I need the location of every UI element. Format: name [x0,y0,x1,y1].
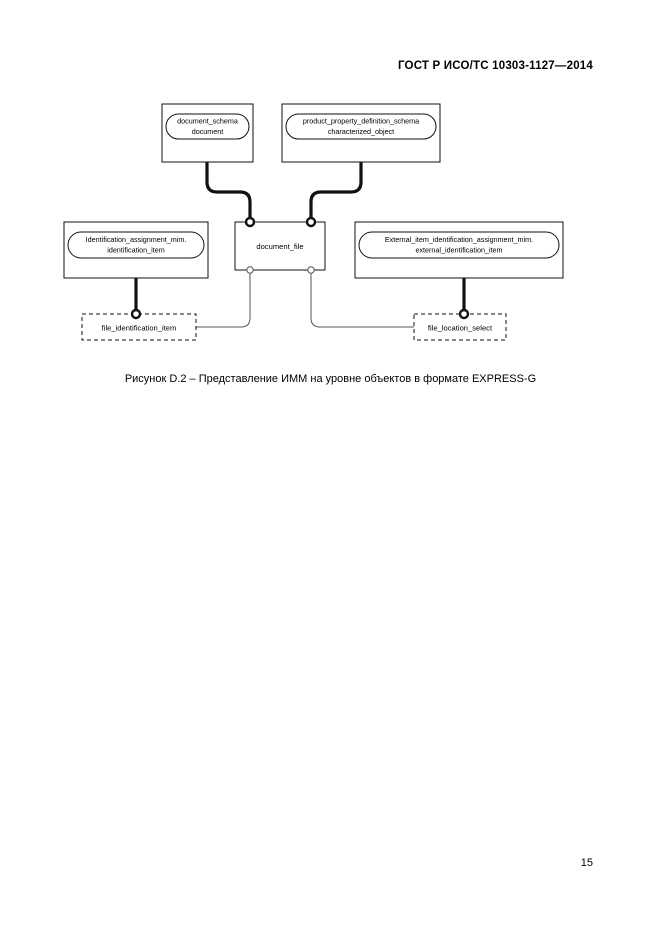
figure-express-g-diagram: document_schema document product_propert… [0,0,661,400]
page-number: 15 [580,857,593,869]
entity-name-label: external_identification_item [415,246,502,255]
select-box-label: file_location_select [428,324,493,333]
entity-box-label: document_file [256,242,303,251]
connector-characterized-object-to-document-file [309,162,363,222]
figure-caption: Рисунок D.2 – Представление ИММ на уровн… [124,373,537,385]
entity-name-label: document [192,127,224,136]
port-circle-document-file-top-right [305,216,317,228]
schema-name-label: Identification_assignment_mim. [86,235,187,244]
entity-box-document-file: document_file [234,221,326,271]
entity-oval [67,231,205,259]
port-circle-document-file-top-left [244,216,256,228]
entity-oval [358,231,560,259]
connector-document-file-to-file-identification-item [196,270,251,328]
schema-name-label: External_item_identification_assignment_… [385,235,533,244]
entity-name-label: characterized_object [328,127,394,136]
entity-oval [165,113,250,140]
select-box-file-identification-item: file_identification_item [81,313,197,341]
select-box-label: file_identification_item [102,324,177,333]
document-header-standard-number: ГОСТ Р ИСО/ТС 10303-1127—2014 [397,60,593,72]
select-box-outline [81,313,197,341]
express-g-svg-canvas: document_schema document product_propert… [63,103,564,341]
select-box-file-location-select: file_location_select [413,313,507,341]
port-circle-file-identification-item-top [130,308,142,320]
schema-name-label: document_schema [177,117,238,126]
connector-document-file-to-file-location-select [310,270,414,328]
entity-oval [285,113,437,140]
schema-name-label: product_property_definition_schema [303,117,419,126]
port-circle-file-location-select-top [458,308,470,320]
schema-box-external-item-identification-assignment-mim: External_item_identification_assignment_… [354,221,564,279]
port-circle-document-file-bottom-right [307,266,315,274]
entity-box-outline [234,221,326,271]
port-circle-document-file-bottom-left [246,266,254,274]
select-box-outline [413,313,507,341]
schema-box-identification-assignment-mim: Identification_assignment_mim. identific… [63,221,209,279]
schema-box-document-schema: document_schema document [161,103,254,163]
entity-name-label: identification_item [107,246,165,255]
connector-document-schema-to-document-file [205,162,252,222]
schema-box-product-property-definition-schema: product_property_definition_schema chara… [281,103,441,163]
